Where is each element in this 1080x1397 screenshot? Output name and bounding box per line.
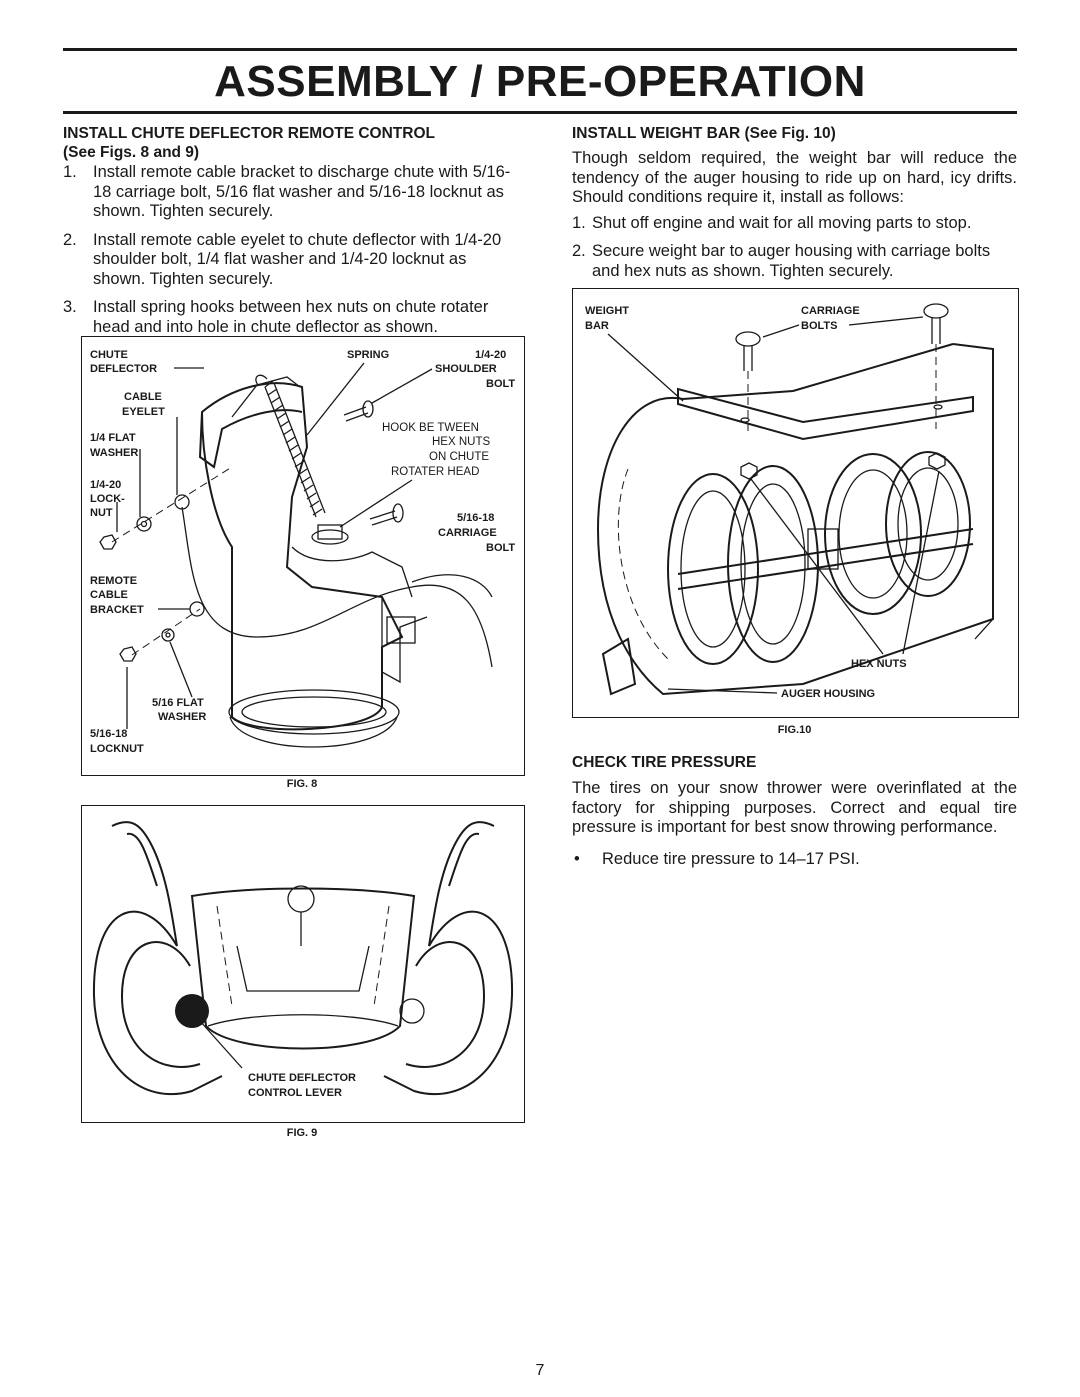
label-bolts: BOLTS	[801, 320, 837, 332]
label-remote: REMOTE	[90, 575, 137, 587]
label-spring: SPRING	[347, 349, 389, 361]
weight-step-2: 2.Secure weight bar to auger housing wit…	[572, 242, 991, 280]
page-title: ASSEMBLY / PRE-OPERATION	[214, 57, 866, 106]
chute-deflector-steps: 1.Install remote cable bracket to discha…	[63, 163, 523, 337]
left-column: INSTALL CHUTE DEFLECTOR REMOTE CONTROL (…	[63, 124, 523, 346]
weight-step-1: 1.Shut off engine and wait for all movin…	[572, 213, 972, 232]
spring-icon	[255, 374, 326, 518]
label-flat-washer-2: WASHER	[90, 447, 138, 459]
tire-pressure-text: The tires on your snow thrower were over…	[572, 779, 1017, 836]
label-lever-2: CONTROL LEVER	[248, 1087, 342, 1099]
label-carriage: CARRIAGE	[801, 305, 860, 317]
label-516-flat: 5/16 FLAT	[152, 697, 204, 709]
label-carriage-2: CARRIAGE	[438, 527, 497, 539]
step-3: 3.Install spring hooks between hex nuts …	[63, 298, 489, 336]
label-weight: WEIGHT	[585, 305, 629, 317]
figure-10: WEIGHT BAR CARRIAGE BOLTS HEX NUTS AUGER…	[572, 288, 1019, 718]
right-pivot-icon	[399, 998, 425, 1024]
label-shoulder-2: SHOULDER	[435, 363, 497, 375]
right-column-top: INSTALL WEIGHT BAR (See Fig. 10) Though …	[572, 124, 1017, 290]
figure-9: CHUTE DEFLECTOR CONTROL LEVER	[81, 805, 525, 1123]
auger-icon	[667, 451, 974, 665]
figure-10-caption: FIG.10	[777, 724, 812, 736]
weight-bar-heading: INSTALL WEIGHT BAR (See Fig. 10)	[572, 125, 836, 142]
label-auger-housing: AUGER HOUSING	[781, 688, 875, 700]
label-bracket: BRACKET	[90, 604, 144, 616]
chute-deflector-heading: INSTALL CHUTE DEFLECTOR REMOTE CONTROL	[63, 125, 435, 142]
skid-shoe-icon	[601, 637, 637, 696]
label-516-18: 5/16-18	[90, 728, 127, 740]
figure-8: CHUTE DEFLECTOR CABLE EYELET 1/4 FLAT WA…	[81, 336, 525, 776]
washer-516-icon	[161, 628, 175, 642]
figure-8-illustration: CHUTE DEFLECTOR CABLE EYELET 1/4 FLAT WA…	[90, 349, 515, 755]
label-lever-1: CHUTE DEFLECTOR	[248, 1072, 356, 1084]
label-shoulder-1: 1/4-20	[475, 349, 506, 361]
carriage-bolts-icon	[735, 303, 949, 434]
label-eyelet: EYELET	[122, 406, 165, 418]
tire-pressure-bullet: • Reduce tire pressure to 14–17 PSI.	[574, 849, 860, 868]
title-underline	[63, 111, 1017, 114]
label-516-washer: WASHER	[158, 711, 206, 723]
label-hook-4: ROTATER HEAD	[391, 466, 479, 478]
label-carriage-1: 5/16-18	[457, 512, 494, 524]
weight-bar-steps: 1.Shut off engine and wait for all movin…	[572, 214, 1017, 282]
locknut-516-icon	[119, 646, 137, 662]
center-knob-icon	[287, 885, 315, 913]
label-locknut-3: NUT	[90, 507, 113, 519]
chute-deflector-subheading: (See Figs. 8 and 9)	[63, 144, 200, 161]
top-rule	[63, 48, 1017, 51]
figure-9-caption: FIG. 9	[286, 1127, 318, 1139]
label-locknut-1: 1/4-20	[90, 479, 121, 491]
label-bar: BAR	[585, 320, 609, 332]
label-deflector: DEFLECTOR	[90, 363, 157, 375]
shoulder-bolt-icon	[343, 400, 374, 422]
label-cable-2: CABLE	[90, 589, 128, 601]
flat-washer-icon	[136, 516, 152, 532]
locknut-icon	[99, 534, 117, 550]
label-locknut-516: LOCKNUT	[90, 743, 144, 755]
label-carriage-3: BOLT	[486, 542, 515, 554]
label-hook-2: HEX NUTS	[432, 436, 490, 448]
hex-nut-left-icon	[740, 462, 758, 480]
figure-10-illustration: WEIGHT BAR CARRIAGE BOLTS HEX NUTS AUGER…	[585, 303, 994, 700]
cable-eyelet-icon	[174, 494, 190, 510]
carriage-bolt-icon	[369, 503, 404, 526]
label-cable: CABLE	[124, 391, 162, 403]
label-shoulder-3: BOLT	[486, 378, 515, 390]
label-hex-nuts: HEX NUTS	[851, 658, 907, 670]
label-hook-1: HOOK BE TWEEN	[382, 422, 479, 434]
weight-bar-intro: Though seldom required, the weight bar w…	[572, 149, 1017, 206]
step-2: 2.Install remote cable eyelet to chute d…	[63, 230, 502, 288]
label-locknut-2: LOCK-	[90, 493, 125, 505]
bullet-icon: •	[574, 849, 580, 868]
label-hook-3: ON CHUTE	[429, 451, 489, 463]
control-lever-icon	[175, 994, 209, 1028]
right-column-bottom: CHECK TIRE PRESSURE The tires on your sn…	[572, 753, 1017, 869]
tire-pressure-heading: CHECK TIRE PRESSURE	[572, 754, 757, 771]
label-chute: CHUTE	[90, 349, 128, 361]
weight-bar-icon	[677, 387, 974, 441]
figure-9-illustration: CHUTE DEFLECTOR CONTROL LEVER	[92, 821, 514, 1099]
page-number: 7	[535, 1362, 545, 1379]
step-1: 1.Install remote cable bracket to discha…	[63, 163, 511, 220]
figure-8-caption: FIG. 8	[286, 778, 318, 790]
label-flat-washer-1: 1/4 FLAT	[90, 432, 136, 444]
